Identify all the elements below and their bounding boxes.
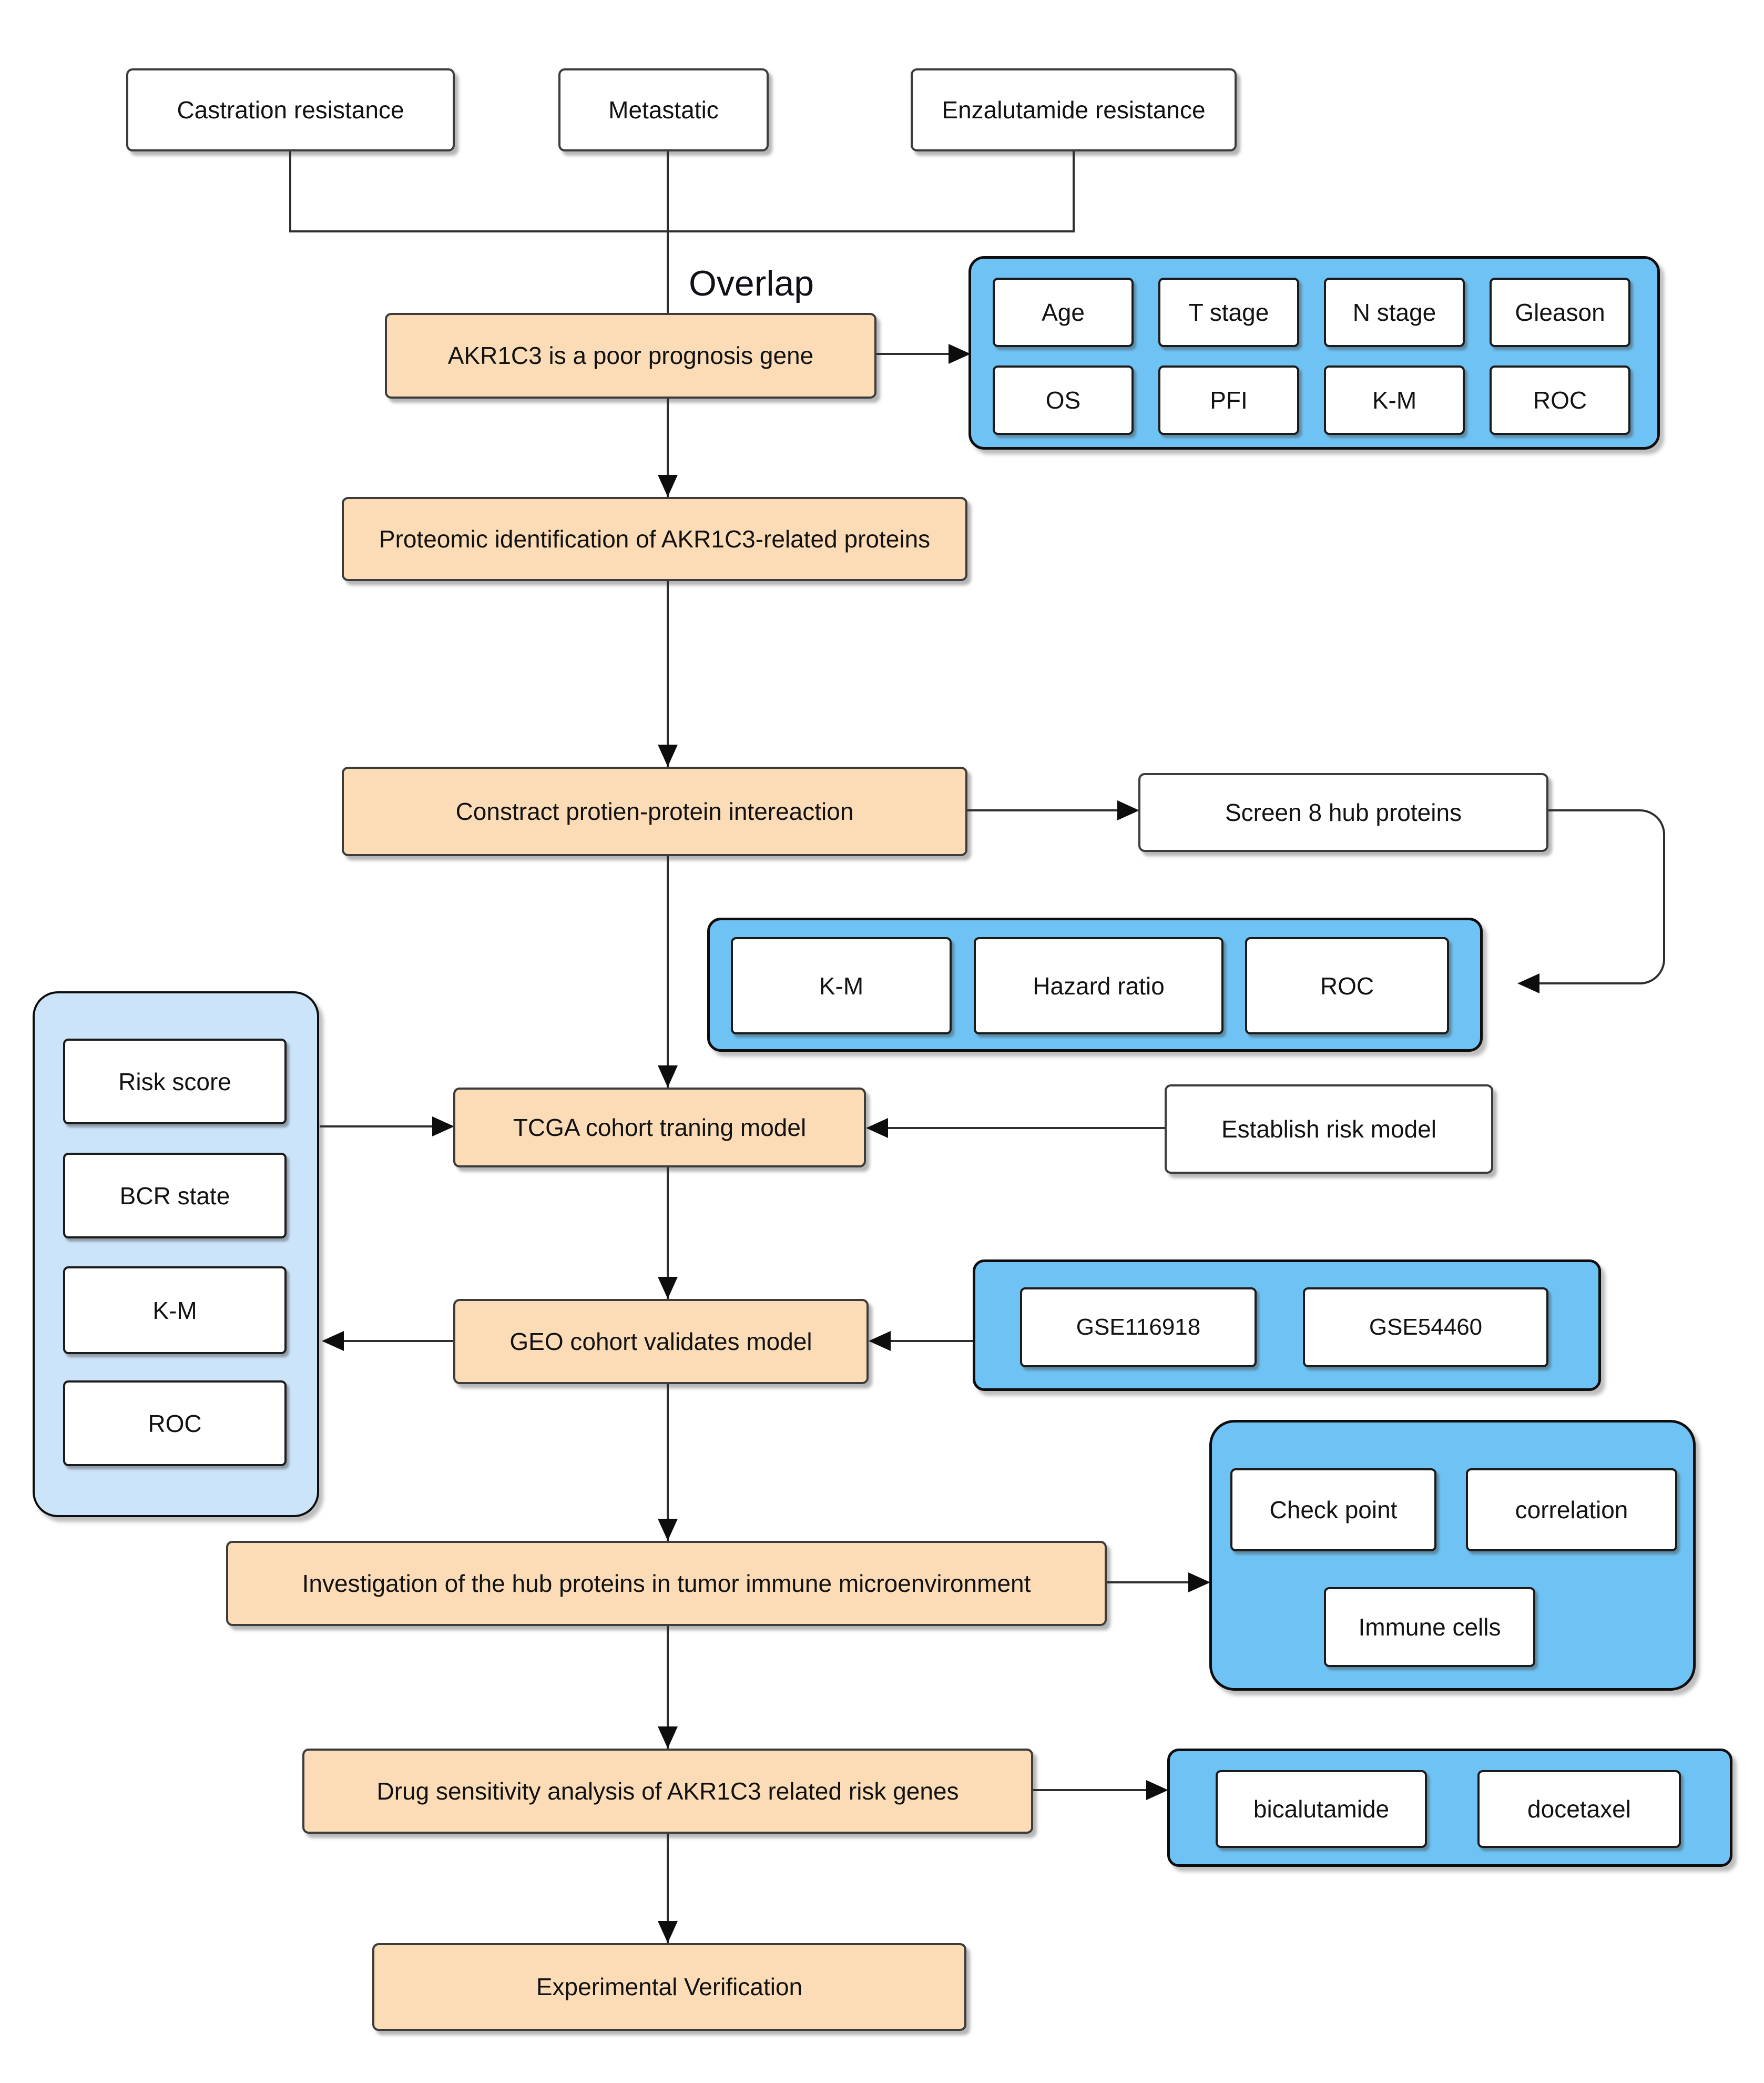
- arrow-investigation-head: [658, 1519, 678, 1541]
- arrow-establish-to-tcga-head: [866, 1118, 888, 1138]
- connector-merge-horizontal: [289, 230, 1075, 232]
- arrow-proteomic-head: [658, 475, 678, 497]
- arrow-drug-to-drugs-head: [1146, 1780, 1168, 1800]
- arrow-geo-head: [658, 1277, 678, 1299]
- arrow-akr1c3-to-clinical-line: [876, 353, 950, 355]
- connector-investigation-to-drug: [667, 1626, 669, 1749]
- connector-overlap-spine: [667, 151, 669, 313]
- connector-akr1c3-to-proteomic: [667, 399, 669, 497]
- chip-roc-hub: ROC: [1245, 937, 1449, 1034]
- arrow-eval-to-tcga-line: [320, 1125, 434, 1127]
- node-drug-sensitivity: Drug sensitivity analysis of AKR1C3 rela…: [302, 1749, 1033, 1834]
- arrow-geo-to-eval-head: [322, 1331, 344, 1351]
- chip-bicalutamide: bicalutamide: [1216, 1770, 1427, 1848]
- node-establish-risk-model: Establish risk model: [1165, 1084, 1493, 1174]
- chip-gse54460: GSE54460: [1303, 1287, 1548, 1367]
- connector-screen-elbow-bottom: [1538, 898, 1665, 984]
- chip-km-hub: K-M: [731, 937, 952, 1034]
- node-metastatic: Metastatic: [558, 68, 769, 151]
- chip-os: OS: [993, 365, 1134, 435]
- connector-proteomic-to-ppi: [667, 581, 669, 767]
- arrow-geo-to-eval-line: [342, 1340, 453, 1342]
- arrow-investigation-to-immune-head: [1188, 1572, 1210, 1592]
- node-geo-validates-model: GEO cohort validates model: [453, 1299, 869, 1384]
- node-experimental-verification: Experimental Verification: [372, 1943, 966, 2031]
- connector-screen-elbow-top: [1548, 809, 1665, 898]
- arrow-datasets-to-geo-head: [869, 1331, 891, 1351]
- chip-n-stage: N stage: [1324, 278, 1465, 347]
- arrow-ppi-to-screen-line: [967, 809, 1120, 811]
- chip-pfi: PFI: [1158, 365, 1299, 435]
- arrow-experimental-head: [658, 1921, 678, 1943]
- node-enzalutamide-resistance: Enzalutamide resistance: [911, 68, 1237, 151]
- node-screen-hub-proteins: Screen 8 hub proteins: [1138, 773, 1548, 852]
- arrow-drug-to-drugs-line: [1033, 1789, 1149, 1791]
- chip-hazard-ratio: Hazard ratio: [974, 937, 1223, 1034]
- arrow-datasets-to-geo-line: [889, 1340, 973, 1342]
- arrow-establish-to-tcga-line: [887, 1127, 1165, 1129]
- arrow-eval-to-tcga-head: [432, 1116, 454, 1136]
- chip-gse116918: GSE116918: [1020, 1287, 1257, 1367]
- chip-age: Age: [993, 278, 1134, 347]
- node-castration-resistance: Castration resistance: [126, 68, 455, 151]
- chip-docetaxel: docetaxel: [1477, 1770, 1681, 1848]
- node-tcga-training-model: TCGA cohort traning model: [453, 1088, 866, 1167]
- connector-ppi-to-tcga: [667, 856, 669, 1088]
- chip-roc-clinical: ROC: [1490, 365, 1630, 435]
- arrow-ppi-head: [658, 745, 678, 767]
- arrow-akr1c3-to-clinical-head: [949, 344, 971, 364]
- node-akr1c3-poor-prognosis: AKR1C3 is a poor prognosis gene: [385, 313, 876, 399]
- chip-immune-cells: Immune cells: [1324, 1587, 1535, 1667]
- chip-check-point: Check point: [1230, 1468, 1436, 1551]
- connector-castration-drop: [289, 151, 291, 231]
- chip-roc-eval: ROC: [63, 1380, 287, 1466]
- chip-km-eval: K-M: [63, 1266, 287, 1354]
- arrow-investigation-to-immune-line: [1107, 1581, 1191, 1583]
- chip-km-clinical: K-M: [1324, 365, 1465, 435]
- arrow-tcga-head: [658, 1065, 678, 1088]
- chip-correlation: correlation: [1466, 1468, 1677, 1551]
- node-investigation-immune: Investigation of the hub proteins in tum…: [226, 1541, 1107, 1626]
- chip-risk-score: Risk score: [63, 1039, 287, 1124]
- connector-tcga-to-geo: [667, 1167, 669, 1299]
- chip-bcr-state: BCR state: [63, 1153, 287, 1238]
- arrow-ppi-to-screen-head: [1117, 800, 1139, 820]
- connector-enzalutamide-drop: [1073, 151, 1075, 231]
- chip-t-stage: T stage: [1158, 278, 1299, 347]
- chip-gleason: Gleason: [1490, 278, 1630, 347]
- arrow-drug-head: [658, 1726, 678, 1749]
- node-proteomic-identification: Proteomic identification of AKR1C3-relat…: [342, 497, 967, 581]
- overlap-label: Overlap: [689, 263, 814, 303]
- arrow-hub-validation-head: [1517, 973, 1539, 993]
- node-construct-ppi: Constract protien-protein intereaction: [342, 767, 967, 856]
- connector-drug-to-experimental: [667, 1834, 669, 1943]
- connector-geo-to-investigation: [667, 1384, 669, 1541]
